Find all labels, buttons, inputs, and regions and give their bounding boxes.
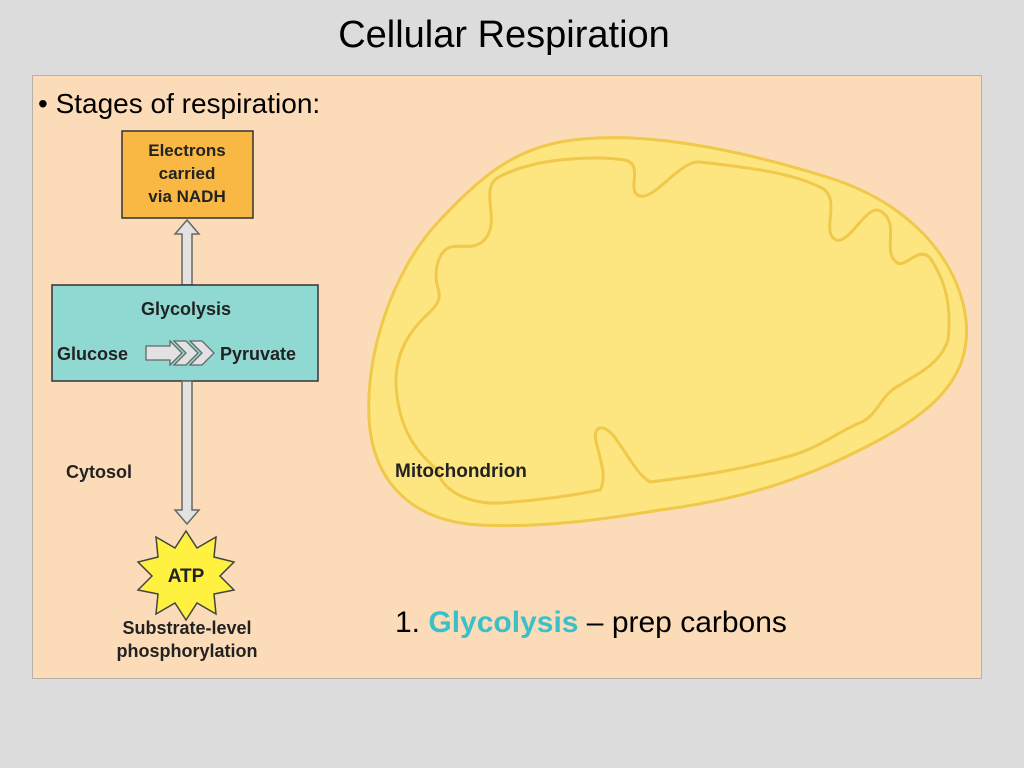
slide-title: Cellular Respiration — [338, 14, 670, 56]
glucose-label: Glucose — [57, 344, 128, 364]
mitochondrion-inner — [394, 156, 951, 505]
pyruvate-label: Pyruvate — [220, 344, 296, 364]
glucose-to-pyruvate-arrows — [145, 339, 215, 367]
nadh-line-1: Electrons — [148, 141, 225, 160]
nadh-box — [121, 130, 254, 219]
stage-number: 1. — [395, 606, 421, 639]
atp-burst — [136, 529, 236, 622]
nadh-line-3: via NADH — [148, 187, 225, 206]
nadh-line-2: carried — [159, 164, 216, 183]
stage-description: – prep carbons — [578, 606, 787, 639]
atp-label: ATP — [168, 566, 205, 587]
arrow-to-atp — [173, 380, 201, 526]
arrow-to-nadh — [173, 218, 201, 286]
stage-highlight: Glycolysis — [428, 606, 579, 639]
bullet-stages: • Stages of respiration: — [38, 88, 321, 119]
substrate-label-line-1: Substrate-level — [122, 618, 251, 638]
substrate-label-line-2: phosphorylation — [117, 641, 258, 661]
mitochondrion-label: Mitochondrion — [395, 461, 527, 482]
glycolysis-box-title: Glycolysis — [141, 299, 231, 319]
cytosol-label: Cytosol — [66, 462, 132, 482]
stage-caption: 1. Glycolysis – prep carbons — [395, 606, 787, 640]
